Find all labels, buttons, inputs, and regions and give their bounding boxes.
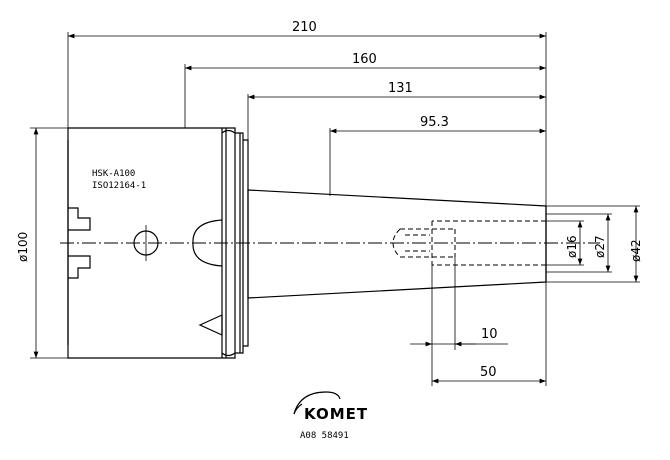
dimension-dia-27: ø27 <box>546 213 612 273</box>
dim-text-160: 160 <box>352 52 377 67</box>
dimension-50: 50 <box>432 282 547 386</box>
dim-text-dia-27: ø27 <box>593 235 607 258</box>
dimension-210: 210 <box>67 20 547 206</box>
dimension-dia-42: ø42 <box>546 205 643 283</box>
dim-text-dia-16: ø16 <box>565 235 579 258</box>
dim-text-dia-42: ø42 <box>629 239 643 262</box>
dimension-dia-100: ø100 <box>16 127 68 359</box>
brand-name: KOMET <box>304 405 368 423</box>
dim-text-50: 50 <box>480 365 497 380</box>
dim-text-131: 131 <box>388 81 413 96</box>
body-label-line2: ISO12164-1 <box>92 181 146 191</box>
dim-text-10: 10 <box>481 327 498 342</box>
dim-text-dia-100: ø100 <box>16 232 30 262</box>
dimension-95-3: 95.3 <box>329 115 546 196</box>
tapered-shank <box>247 189 547 299</box>
dimension-10: 10 <box>410 257 508 386</box>
part-number: A08 58491 <box>300 431 349 441</box>
komet-logo: KOMET A08 58491 <box>293 391 368 441</box>
dim-text-95-3: 95.3 <box>420 115 449 130</box>
internal-bore-hidden <box>392 220 546 266</box>
dimension-dia-16: ø16 <box>546 220 584 266</box>
dimension-160: 160 <box>184 52 546 128</box>
dim-text-210: 210 <box>292 20 317 35</box>
dimension-131: 131 <box>247 81 546 140</box>
body-label-line1: HSK-A100 <box>92 169 135 179</box>
